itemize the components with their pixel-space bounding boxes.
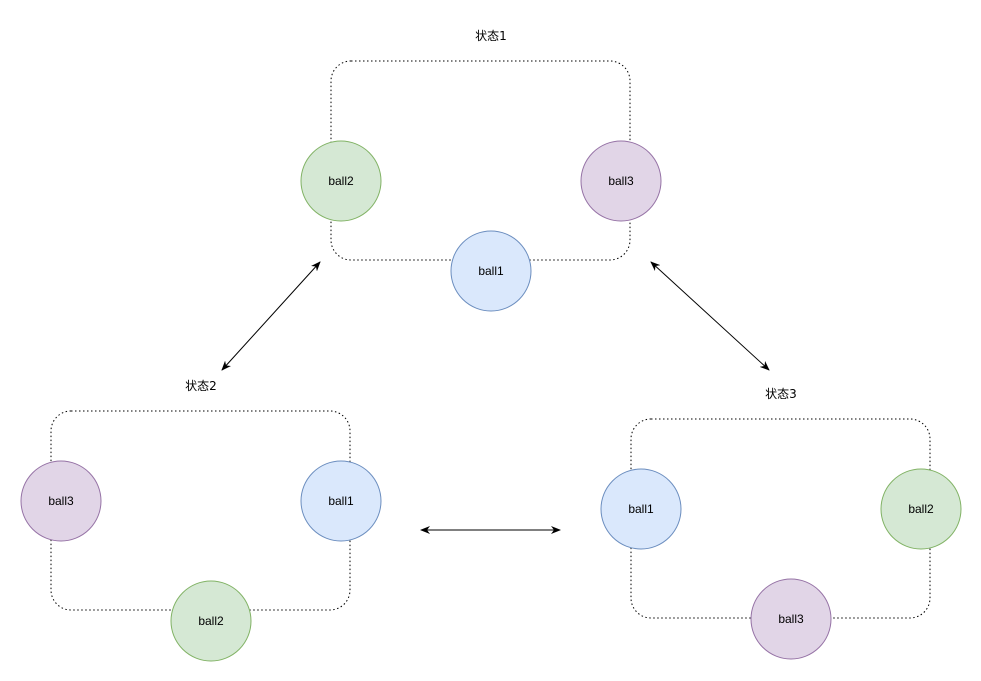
state-2-label: 状态2 <box>185 379 217 393</box>
state-3-ball-left[interactable]: ball1 <box>600 468 682 550</box>
state-3-ball-bottom-label: ball3 <box>778 612 804 626</box>
state-1-ball-right-label: ball3 <box>608 174 634 188</box>
arrow-state1-state3[interactable] <box>650 261 770 371</box>
state-1-ball-left-label: ball2 <box>328 174 354 188</box>
arrow-state1-state2[interactable] <box>221 261 321 371</box>
state-3-label: 状态3 <box>765 387 797 401</box>
state-3-ball-right-label: ball2 <box>908 502 934 516</box>
state-1-ball-bottom-label: ball1 <box>478 264 504 278</box>
state-1-group: 状态1 ball2 ball3 ball1 <box>300 29 662 312</box>
state-1-ball-bottom[interactable]: ball1 <box>450 230 532 312</box>
state-3-ball-bottom[interactable]: ball3 <box>750 578 832 660</box>
state-3-ball-left-label: ball1 <box>628 502 654 516</box>
state-1-ball-right[interactable]: ball3 <box>580 140 662 222</box>
state-2-ball-bottom[interactable]: ball2 <box>170 580 252 662</box>
state-2-ball-right-label: ball1 <box>328 494 354 508</box>
state-2-ball-right[interactable]: ball1 <box>300 460 382 542</box>
state-1-label: 状态1 <box>475 29 507 43</box>
state-1-container <box>330 60 631 261</box>
state-2-group: 状态2 ball3 ball1 ball2 <box>20 379 382 662</box>
state-1-ball-left[interactable]: ball2 <box>300 140 382 222</box>
state-3-group: 状态3 ball1 ball2 ball3 <box>600 387 962 660</box>
state-3-ball-right[interactable]: ball2 <box>880 468 962 550</box>
state-2-container <box>50 410 351 611</box>
state-3-container <box>630 418 931 619</box>
state-2-ball-left-label: ball3 <box>48 494 74 508</box>
state-2-ball-bottom-label: ball2 <box>198 614 224 628</box>
state-2-ball-left[interactable]: ball3 <box>20 460 102 542</box>
